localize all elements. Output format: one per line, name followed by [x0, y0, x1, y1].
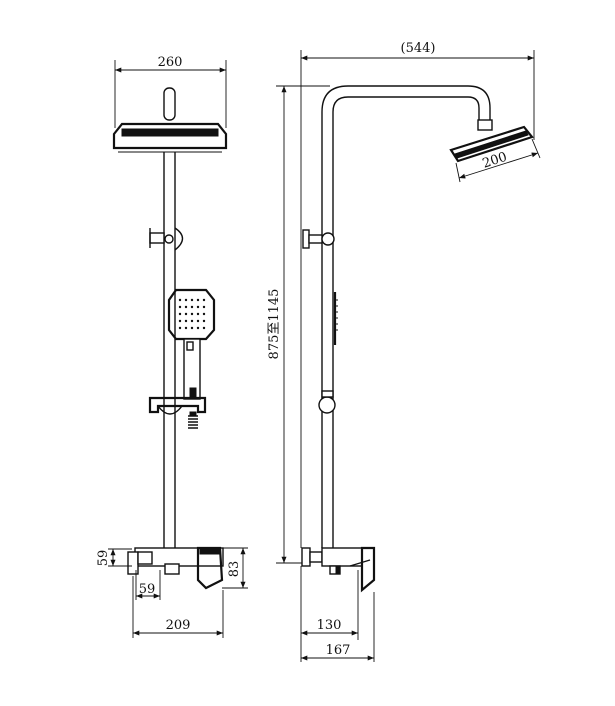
dim-side-reach: (544) [300, 41, 535, 548]
front-shower-head [112, 122, 228, 153]
dim-label-59-horizontal: 59 [139, 582, 156, 597]
dim-label-height-range: 875至1145 [267, 289, 282, 360]
dim-front-head-width: 260 [114, 55, 227, 128]
front-arm [163, 87, 176, 121]
front-wall-bracket [149, 227, 184, 251]
dim-front-inlet-height: 59 [96, 548, 132, 567]
side-hand-shower [333, 292, 338, 345]
dim-label-59-vertical: 59 [96, 550, 111, 567]
dim-front-body-height: 83 [222, 547, 248, 589]
side-mixer-body [301, 546, 376, 593]
side-shower-head [449, 125, 534, 163]
dim-label-209: 209 [166, 618, 191, 633]
dim-side-depth-small: 130 [300, 566, 359, 662]
side-view: (544) 875至1145 200 [267, 41, 541, 662]
front-view: 260 [96, 55, 248, 638]
front-riser-pipe [163, 152, 176, 548]
dim-front-inlet-offset: 59 [135, 570, 161, 600]
front-hand-shower [167, 288, 216, 400]
dim-label-83: 83 [227, 561, 242, 578]
front-slider-holder [148, 396, 207, 429]
dim-side-head-diameter: 200 [455, 138, 541, 183]
dim-label-260: 260 [158, 55, 183, 70]
dim-label-200: 200 [481, 150, 509, 172]
side-slider-holder [318, 390, 336, 414]
side-wall-bracket [302, 229, 335, 249]
dim-label-130: 130 [317, 618, 342, 633]
dim-side-depth-total: 167 [301, 592, 375, 662]
dim-label-544: (544) [401, 41, 436, 56]
front-mixer-body [127, 546, 224, 590]
side-shower-arm [321, 85, 493, 548]
dim-side-height-range: 875至1145 [267, 85, 330, 564]
dim-front-total-width: 209 [132, 576, 224, 638]
dim-label-167: 167 [326, 643, 351, 658]
